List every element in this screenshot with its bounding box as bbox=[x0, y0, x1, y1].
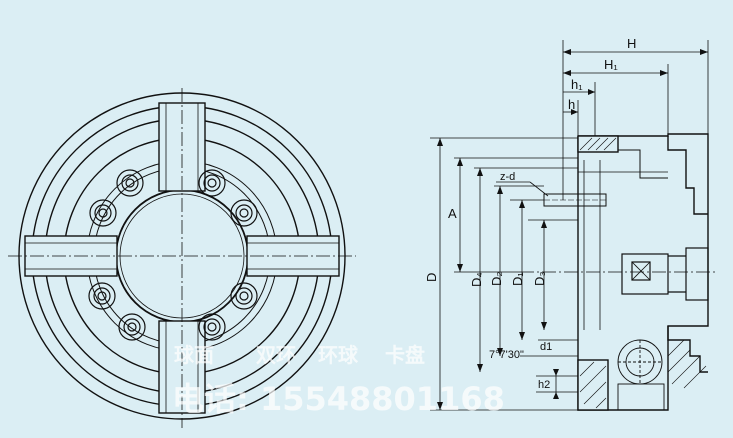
bolt-3 bbox=[89, 199, 117, 227]
label-D: D bbox=[424, 273, 439, 282]
jaw-step-inner bbox=[618, 149, 668, 179]
jaw-step-bottom bbox=[667, 326, 708, 373]
label-angle: 7°7'30" bbox=[489, 349, 524, 361]
section-top bbox=[577, 135, 619, 153]
bolt-1 bbox=[116, 169, 144, 197]
front-view bbox=[8, 88, 356, 428]
side-view bbox=[520, 133, 716, 411]
bolt-7 bbox=[118, 313, 146, 341]
label-A: A bbox=[448, 206, 457, 221]
label-h2: h2 bbox=[538, 379, 550, 391]
label-h: h bbox=[568, 97, 575, 112]
watermark: 球面 双环 环球 卡盘 电话: 15548801168 bbox=[172, 343, 505, 418]
watermark-line2a: 球面 bbox=[174, 343, 214, 367]
dimension-labels: H H₁ h₁ h z-d A D D₄ D₂ D₁ D₃ 7°7'30" d1… bbox=[424, 36, 636, 391]
label-d1: d1 bbox=[540, 341, 552, 353]
dimension-arrows bbox=[437, 49, 708, 410]
front-center-lines bbox=[8, 88, 356, 428]
label-D1: D₁ bbox=[510, 272, 525, 286]
bolt-6 bbox=[230, 282, 258, 310]
label-H: H bbox=[627, 36, 636, 51]
side-screw bbox=[621, 247, 709, 301]
bolt-2 bbox=[198, 169, 226, 197]
bolt-5 bbox=[88, 282, 116, 310]
watermark-line1: 电话: 15548801168 bbox=[172, 380, 505, 418]
bolt-group bbox=[88, 169, 258, 341]
section-bottom bbox=[577, 359, 609, 411]
hatch-bottom-right bbox=[667, 339, 707, 389]
bolt-8 bbox=[198, 313, 226, 341]
hatch-top bbox=[579, 137, 617, 151]
watermark-line2c: 环球 bbox=[318, 343, 359, 367]
label-D2: D₂ bbox=[489, 272, 504, 286]
label-D3: D₃ bbox=[532, 271, 547, 286]
jaw-step-top bbox=[667, 136, 708, 215]
label-H1: H₁ bbox=[604, 57, 618, 72]
label-D4: D₄ bbox=[469, 272, 484, 287]
gear-teeth bbox=[617, 339, 665, 411]
watermark-line2d: 卡盘 bbox=[385, 343, 425, 367]
label-h1: h₁ bbox=[571, 77, 583, 92]
watermark-line2b: 双环 bbox=[256, 343, 296, 367]
bolt-4 bbox=[230, 199, 258, 227]
hatch-bottom bbox=[579, 361, 607, 409]
label-zd: z-d bbox=[500, 171, 515, 183]
